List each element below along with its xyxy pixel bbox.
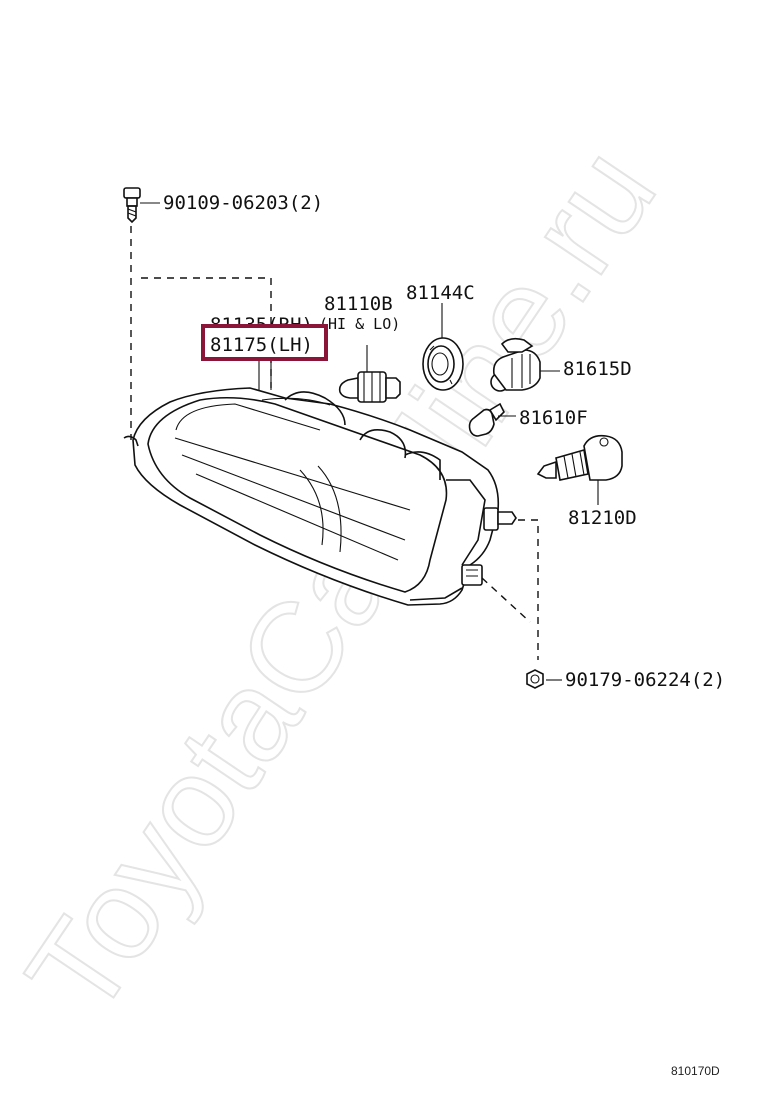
label-bulb-socket-note: (HI & LO)	[319, 315, 400, 333]
label-bolt-top: 90109-06203(2)	[163, 192, 323, 214]
bulb-icon	[338, 345, 401, 403]
nut-icon	[526, 669, 544, 689]
diagram-code: 810170D	[671, 1064, 720, 1078]
label-nut-bottom: 90179-06224(2)	[565, 669, 725, 691]
label-wedge-bulb: 81610F	[519, 407, 588, 429]
label-bulb-hb: 81615D	[563, 358, 632, 380]
ring-icon	[422, 303, 464, 391]
socket-bulb-icon	[536, 434, 623, 505]
socket-bulb-icon	[490, 337, 560, 392]
label-unit-lh: 81175(LH)	[210, 334, 313, 356]
label-ring: 81144C	[406, 282, 475, 304]
wedge-bulb-icon	[468, 402, 516, 437]
highlight-frame	[201, 324, 328, 361]
headlamp-unit-icon	[123, 359, 517, 606]
bolt-icon	[123, 187, 141, 224]
label-bulb-socket: 81110B	[324, 293, 393, 315]
label-bulb-h4: 81210D	[568, 507, 637, 529]
